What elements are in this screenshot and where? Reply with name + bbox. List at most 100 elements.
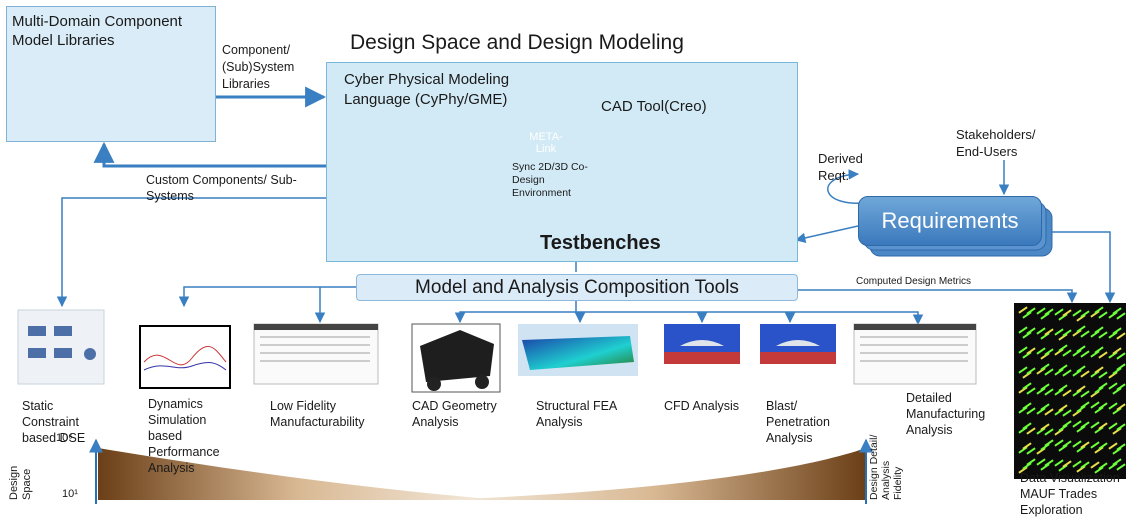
matrix-glyph <box>1026 347 1036 355</box>
matrix-glyph <box>1080 330 1090 338</box>
matrix-glyph <box>1062 440 1072 448</box>
matrix-glyph <box>1076 385 1086 393</box>
meta-link-sync: Sync 2D/3D Co-Design Environment <box>512 161 588 199</box>
matrix-glyph <box>1076 345 1086 353</box>
cad-geometry-thumbnail <box>411 323 501 393</box>
matrix-glyph <box>1098 311 1108 319</box>
matrix-glyph <box>1022 422 1032 430</box>
matrix-glyph <box>1112 307 1122 315</box>
matrix-glyph <box>1080 390 1090 398</box>
matrix-glyph <box>1098 462 1108 470</box>
matrix-glyph <box>1094 326 1104 334</box>
matrix-glyph <box>1044 328 1054 336</box>
matrix-glyph <box>1040 403 1050 411</box>
matrix-glyph <box>1116 363 1126 371</box>
matrix-glyph <box>1116 352 1126 360</box>
label-custom-components: Custom Components/ Sub-Systems <box>146 173 297 203</box>
matrix-glyph <box>1058 384 1068 392</box>
matrix-glyph <box>1062 369 1072 377</box>
analysis-label: Low Fidelity Manufacturability <box>270 399 365 429</box>
matrix-glyph <box>1080 401 1090 409</box>
analysis-label: CFD Analysis <box>664 399 740 413</box>
libraries-title: Multi-Domain Component Model Libraries <box>12 13 183 49</box>
axis-y-bottom: 10¹ <box>62 488 78 500</box>
matrix-glyph <box>1098 331 1108 339</box>
matrix-glyph <box>1026 367 1036 375</box>
label-derived-reqt: Derived Reqt. <box>818 151 863 183</box>
detailed-manufacturing-thumbnail <box>853 323 977 385</box>
matrix-glyph <box>1098 371 1108 379</box>
testbenches-label: Testbenches <box>540 232 661 254</box>
matrix-glyph <box>1026 407 1036 415</box>
matrix-glyph <box>1080 370 1090 378</box>
cfd-thumbnail <box>664 324 740 364</box>
matrix-glyph <box>1044 408 1054 416</box>
label-component-libraries: Component/ (Sub)System Libraries <box>222 43 295 91</box>
matrix-glyph <box>1116 312 1126 320</box>
analysis-label: Detailed Manufacturing Analysis <box>906 391 986 437</box>
matrix-glyph <box>1098 402 1108 410</box>
cyphy-title: Cyber Physical Modeling Language (CyPhy/… <box>344 71 510 108</box>
axis-fidelity: Design Detail/ Analysis Fidelity <box>868 434 904 500</box>
analysis-label: Blast/ Penetration Analysis <box>766 399 830 445</box>
matrix-glyph <box>1044 439 1054 447</box>
axis-design-space: Design Space <box>8 465 33 500</box>
matrix-glyph <box>1026 427 1036 435</box>
matrix-glyph <box>1062 460 1072 468</box>
matrix-glyph <box>1098 422 1108 430</box>
matrix-glyph <box>1094 366 1104 374</box>
matrix-glyph <box>1026 307 1036 315</box>
matrix-glyph <box>1026 447 1036 455</box>
matrix-glyph <box>1098 351 1108 359</box>
matrix-glyph <box>1080 310 1090 318</box>
axis-y-top: 10⁶ <box>56 432 73 444</box>
analysis-label: Structural FEA Analysis <box>536 399 617 429</box>
matrix-glyph <box>1058 364 1068 372</box>
data-visualization-matrix <box>1014 303 1126 479</box>
matrix-glyph <box>1080 441 1090 449</box>
structural-fea-thumbnail <box>518 324 638 376</box>
matrix-glyph <box>1026 458 1036 466</box>
analysis-label: CAD Geometry Analysis <box>412 399 497 429</box>
matrix-glyph <box>1022 382 1032 390</box>
matrix-glyph <box>1112 458 1122 466</box>
component-libraries-panel <box>6 6 216 142</box>
matrix-glyph <box>1040 423 1050 431</box>
matrix-glyph <box>1044 459 1054 467</box>
analysis-label: Dynamics Simulation based Performance An… <box>148 397 220 475</box>
page-title: Design Space and Design Modeling <box>350 31 684 54</box>
matrix-glyph <box>1076 325 1086 333</box>
matrix-glyph <box>1062 389 1072 397</box>
matrix-glyph <box>1098 382 1108 390</box>
matrix-glyph <box>1116 383 1126 391</box>
matrix-glyph <box>1062 309 1072 317</box>
matrix-glyph <box>1062 420 1072 428</box>
matrix-glyph <box>1026 327 1036 335</box>
matrix-glyph <box>1098 442 1108 450</box>
matrix-glyph <box>1062 409 1072 417</box>
matrix-glyph <box>1044 388 1054 396</box>
static-dse-thumbnail <box>17 309 105 385</box>
matrix-glyph <box>1080 461 1090 469</box>
composition-tools-bar: Model and Analysis Composition Tools <box>356 274 798 301</box>
matrix-glyph <box>1040 383 1050 391</box>
matrix-glyph <box>1116 403 1126 411</box>
label-computed-metrics: Computed Design Metrics <box>856 276 972 287</box>
dynamics-thumbnail <box>139 325 231 389</box>
analysis-label: Static Constraint based DSE <box>22 399 86 445</box>
matrix-glyph <box>1116 332 1126 340</box>
matrix-glyph <box>1044 368 1054 376</box>
matrix-glyph <box>1080 421 1090 429</box>
matrix-glyph <box>1076 365 1086 373</box>
label-stakeholders: Stakeholders/ End-Users <box>956 127 1036 159</box>
matrix-glyph <box>1044 348 1054 356</box>
matrix-glyph <box>1040 363 1050 371</box>
matrix-glyph <box>1044 308 1054 316</box>
matrix-glyph <box>1094 346 1104 354</box>
matrix-glyph <box>1026 387 1036 395</box>
matrix-glyph <box>1112 327 1122 335</box>
matrix-glyph <box>1044 428 1054 436</box>
matrix-glyph <box>1062 329 1072 337</box>
matrix-glyph <box>1022 402 1032 410</box>
matrix-glyph <box>1058 404 1068 412</box>
